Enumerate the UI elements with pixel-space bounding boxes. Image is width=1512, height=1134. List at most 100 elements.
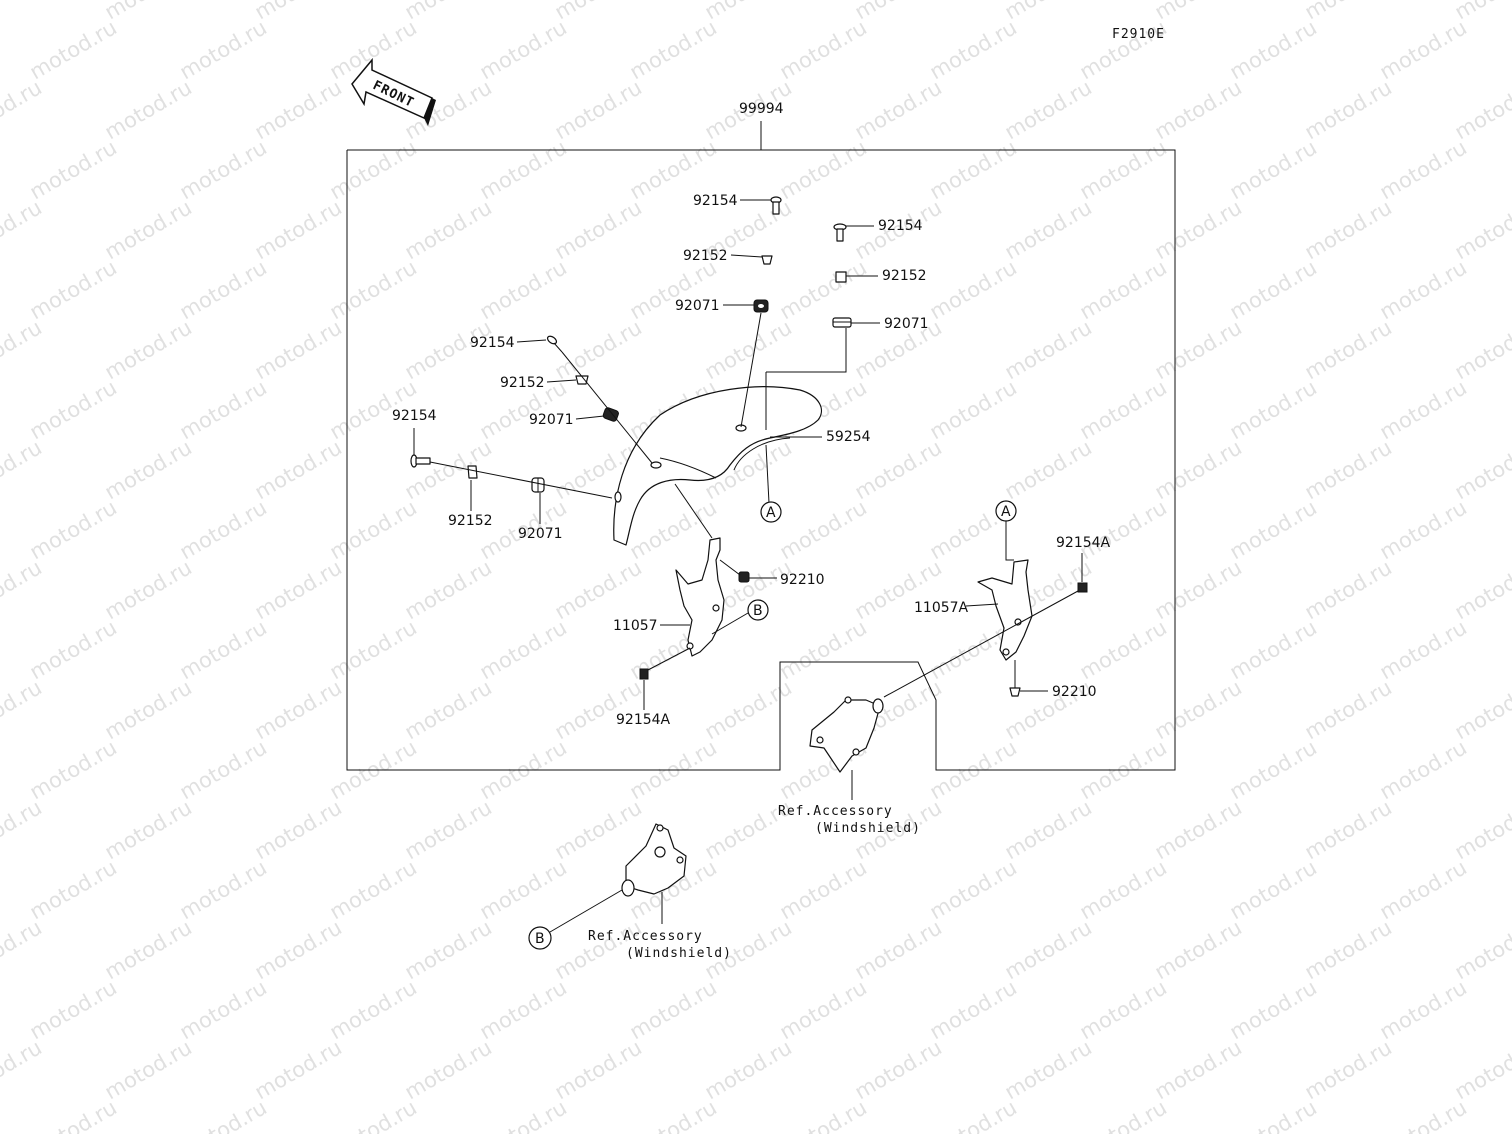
watermark-text: motod.ru [926, 975, 1021, 1044]
watermark-text: motod.ru [101, 795, 196, 864]
watermark-text: motod.ru [401, 795, 496, 864]
watermark-text: motod.ru [176, 615, 271, 684]
watermark-text: motod.ru [1151, 555, 1246, 624]
nut-92210 [738, 571, 750, 583]
watermark-text: motod.ru [1451, 195, 1512, 264]
watermark-text: motod.ru [551, 1035, 646, 1104]
bolt-92154A [639, 668, 649, 680]
watermark-text: motod.ru [1226, 735, 1321, 804]
screw-92154-top [770, 196, 782, 215]
label-92154A-right: 92154A [1056, 535, 1111, 551]
watermark-text: motod.ru [551, 675, 646, 744]
watermark-text: motod.ru [1301, 1035, 1396, 1104]
label-92154-side: 92154 [392, 408, 437, 424]
watermark-text: motod.ru [476, 975, 571, 1044]
watermark-text: motod.ru [176, 15, 271, 84]
watermark-text: motod.ru [176, 255, 271, 324]
watermark-text: motod.ru [401, 1035, 496, 1104]
watermark-text: motod.ru [776, 615, 871, 684]
watermark-text: motod.ru [401, 0, 496, 24]
watermark-text: motod.ru [0, 675, 46, 744]
watermark-text: motod.ru [176, 1095, 271, 1134]
watermark-text: motod.ru [401, 435, 496, 504]
watermark-text: motod.ru [551, 315, 646, 384]
watermark-text: motod.ru [701, 675, 796, 744]
watermark-text: motod.ru [851, 75, 946, 144]
watermark-text: motod.ru [1151, 195, 1246, 264]
screw-92154-left [546, 335, 563, 353]
watermark-text: motod.ru [26, 1095, 121, 1134]
watermark-text: motod.ru [776, 255, 871, 324]
watermark-text: motod.ru [776, 975, 871, 1044]
watermark-text: motod.ru [1226, 15, 1321, 84]
watermark-text: motod.ru [1151, 1035, 1246, 1104]
watermark-text: motod.ru [101, 195, 196, 264]
watermark-text: motod.ru [0, 795, 46, 864]
watermark-text: motod.ru [476, 135, 571, 204]
watermark-text: motod.ru [251, 795, 346, 864]
watermark-text: motod.ru [0, 1035, 46, 1104]
callout-b2-circle [528, 926, 552, 950]
watermark-text: motod.ru [1226, 375, 1321, 444]
watermark-text: motod.ru [851, 1035, 946, 1104]
watermark-text: motod.ru [401, 915, 496, 984]
watermark-text: motod.ru [476, 1095, 571, 1134]
watermark-text: motod.ru [1226, 615, 1321, 684]
label-92154-left: 92154 [470, 335, 515, 351]
watermark-text: motod.ru [1301, 915, 1396, 984]
watermark-text: motod.ru [1001, 915, 1096, 984]
watermark-text: motod.ru [1151, 435, 1246, 504]
watermark-text: motod.ru [1301, 435, 1396, 504]
watermark-text: motod.ru [1301, 675, 1396, 744]
watermark-text: motod.ru [1076, 1095, 1171, 1134]
watermark-text: motod.ru [0, 315, 46, 384]
watermark-text: motod.ru [176, 135, 271, 204]
watermark-text: motod.ru [101, 435, 196, 504]
watermark-text: motod.ru [851, 915, 946, 984]
watermark-text: motod.ru [1076, 375, 1171, 444]
collar-92152-right [835, 271, 847, 283]
assembly-frame [346, 149, 1176, 771]
watermark-text: motod.ru [551, 0, 646, 24]
callout-a-label: A [766, 505, 776, 521]
watermark-text: motod.ru [1451, 555, 1512, 624]
watermark-text: motod.ru [1076, 975, 1171, 1044]
watermark-text: motod.ru [776, 135, 871, 204]
ref-accessory-1-line1: Ref.Accessory [778, 804, 893, 819]
callout-a-circle [760, 501, 782, 523]
watermark-text: motod.ru [251, 1035, 346, 1104]
watermark-text: motod.ru [26, 135, 121, 204]
watermark-text: motod.ru [176, 975, 271, 1044]
watermark-text: motod.ru [176, 495, 271, 564]
grommet-92071-side [531, 477, 545, 493]
label-92071-side: 92071 [518, 526, 563, 542]
watermark-text: motod.ru [0, 555, 46, 624]
watermark-text: motod.ru [1001, 195, 1096, 264]
watermark-text: motod.ru [1376, 975, 1471, 1044]
watermark-text: motod.ru [476, 255, 571, 324]
watermark-text: motod.ru [26, 975, 121, 1044]
watermark-text: motod.ru [1451, 1035, 1512, 1104]
screw-92154-side [410, 454, 431, 468]
watermark-text: motod.ru [251, 435, 346, 504]
watermark-text: motod.ru [251, 195, 346, 264]
watermark-text: motod.ru [251, 915, 346, 984]
watermark-text: motod.ru [0, 0, 46, 24]
watermark-text: motod.ru [926, 15, 1021, 84]
grommet-92071-right [832, 317, 852, 328]
watermark-text: motod.ru [0, 195, 46, 264]
watermark-text: motod.ru [476, 15, 571, 84]
watermark-text: motod.ru [1151, 795, 1246, 864]
watermark-text: motod.ru [701, 1035, 796, 1104]
watermark-text: motod.ru [1076, 495, 1171, 564]
watermark-text: motod.ru [1076, 615, 1171, 684]
watermark-text: motod.ru [926, 375, 1021, 444]
watermark-text: motod.ru [1076, 855, 1171, 924]
watermark-text: motod.ru [251, 75, 346, 144]
watermark-text: motod.ru [1151, 0, 1246, 24]
watermark-text: motod.ru [251, 675, 346, 744]
watermark-text: motod.ru [1076, 135, 1171, 204]
watermark-text: motod.ru [1376, 135, 1471, 204]
